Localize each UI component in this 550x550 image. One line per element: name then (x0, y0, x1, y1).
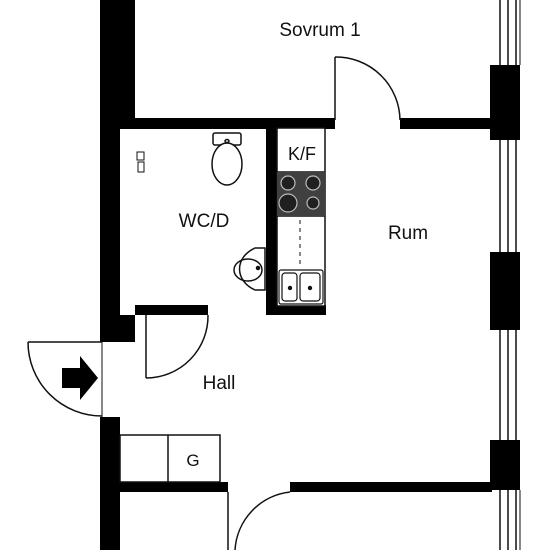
wardrobe (119, 434, 221, 483)
bedroom-door-arc (334, 56, 401, 121)
wc-door-arc (145, 314, 209, 379)
label-kitchen: K/F (288, 144, 316, 164)
label-hall: Hall (203, 373, 236, 394)
bottom-door-arc (234, 491, 291, 550)
right-pier-2 (490, 252, 520, 330)
wc-bottom-wall-right (266, 305, 326, 315)
label-wardrobe: G (186, 451, 199, 470)
bedroom-wall-left-segment (118, 118, 335, 129)
label-living: Rum (388, 223, 428, 244)
exterior-walls (100, 0, 520, 550)
hall-bottom-wall-left (118, 482, 228, 492)
left-wall-upper (100, 0, 120, 342)
right-windows (499, 0, 521, 550)
sink-icon (233, 247, 266, 291)
wc-bottom-wall-left (135, 305, 208, 315)
left-wall-lower (100, 417, 120, 550)
toilet-paper-icon (136, 151, 145, 173)
wardrobe-outline (119, 434, 221, 483)
right-pier-1 (490, 65, 520, 140)
label-wc: WC/D (179, 211, 230, 232)
interior-walls (118, 118, 492, 492)
kitchen-sink-icon (278, 269, 324, 305)
label-bedroom: Sovrum 1 (279, 20, 360, 41)
right-pier-3 (490, 440, 520, 490)
doors (27, 56, 401, 550)
bedroom-left-wall (118, 0, 135, 122)
kitchen-counter (276, 127, 326, 307)
stove-icon (277, 172, 325, 216)
bedroom-wall-right-segment (400, 118, 492, 129)
toilet-icon (211, 132, 243, 186)
entrance-door-arc (27, 341, 103, 417)
left-wall-notch (118, 315, 135, 342)
entrance-arrow-icon (62, 356, 98, 400)
wc-kitchen-wall (266, 118, 277, 315)
hall-bottom-wall-right (290, 482, 492, 492)
